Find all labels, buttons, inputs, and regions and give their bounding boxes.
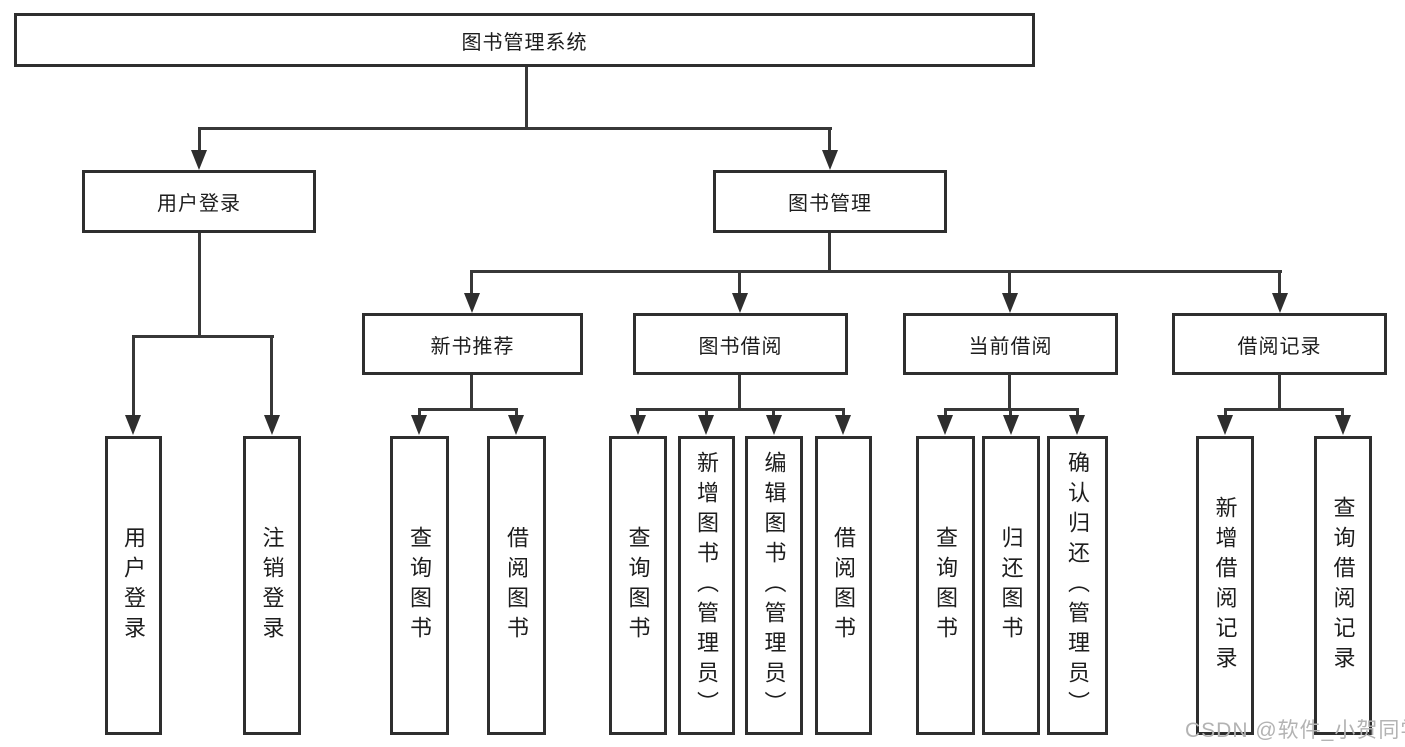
arrow-down-icon — [630, 415, 646, 435]
connector-user-login-stem — [198, 127, 201, 153]
arrow-down-icon — [508, 415, 524, 435]
node-book-management: 图书管理 — [713, 170, 947, 233]
node-root-label: 图书管理系统 — [461, 31, 588, 54]
leaf-add-books-admin: 新增图书（管理员） — [678, 436, 735, 735]
node-current-borrowing: 当前借阅 — [903, 313, 1118, 375]
node-user-login: 用户登录 — [82, 170, 316, 233]
leaf-query-books-3-label: 查询图书 — [933, 525, 959, 646]
connector-book-mgmt-vline — [828, 233, 831, 270]
connector-stem — [738, 270, 741, 293]
connector-stem — [1224, 408, 1227, 418]
connector-user-login-hline — [132, 335, 274, 338]
csdn-watermark: CSDN @软件_小贺同学 — [1185, 719, 1405, 742]
leaf-user-login: 用户登录 — [105, 436, 162, 735]
connector-vline — [470, 375, 473, 408]
connector-stem — [515, 408, 518, 418]
connector-stem — [470, 270, 473, 293]
leaf-borrow-books-2-label: 借阅图书 — [831, 525, 857, 646]
connector-user-login-vline — [198, 233, 201, 335]
leaf-borrow-books-2: 借阅图书 — [815, 436, 872, 735]
leaf-logout: 注销登录 — [243, 436, 301, 735]
leaf-query-borrow-record-label: 查询借阅记录 — [1330, 495, 1356, 676]
connector-hline — [418, 408, 518, 411]
arrow-down-icon — [937, 415, 953, 435]
connector-book-mgmt-stem — [828, 127, 831, 153]
node-root: 图书管理系统 — [14, 13, 1035, 67]
node-book-borrowing: 图书借阅 — [633, 313, 848, 375]
arrow-down-icon — [835, 415, 851, 435]
arrow-down-icon — [1272, 293, 1288, 313]
leaf-confirm-return-admin-label: 确认归还（管理员） — [1065, 450, 1091, 721]
leaf-logout-label: 注销登录 — [259, 525, 285, 646]
leaf-add-borrow-record-label: 新增借阅记录 — [1212, 495, 1238, 676]
node-new-book-recommend: 新书推荐 — [362, 313, 583, 375]
leaf-query-books-1: 查询图书 — [390, 436, 449, 735]
leaf-borrow-books-1-label: 借阅图书 — [504, 525, 530, 646]
connector-stem — [132, 335, 135, 417]
arrow-down-icon — [766, 415, 782, 435]
arrow-down-icon — [1002, 293, 1018, 313]
arrow-down-icon — [1217, 415, 1233, 435]
node-book-borrowing-label: 图书借阅 — [698, 335, 783, 358]
node-user-login-label: 用户登录 — [157, 193, 241, 215]
arrow-down-icon — [1003, 415, 1019, 435]
leaf-return-books-label: 归还图书 — [998, 525, 1024, 646]
arrow-down-icon — [125, 415, 141, 435]
arrow-down-icon — [464, 293, 480, 313]
connector-stem — [1341, 408, 1344, 418]
connector-stem — [418, 408, 421, 418]
arrow-down-icon — [1335, 415, 1351, 435]
connector-stem — [1008, 270, 1011, 293]
connector-hline — [1224, 408, 1344, 411]
arrow-down-icon — [411, 415, 427, 435]
connector-stem — [842, 408, 845, 418]
connector-stem — [705, 408, 708, 418]
arrow-down-icon — [698, 415, 714, 435]
leaf-query-books-2: 查询图书 — [609, 436, 667, 735]
leaf-add-borrow-record: 新增借阅记录 — [1196, 436, 1254, 735]
arrow-down-icon — [191, 150, 207, 170]
connector-stem — [1278, 270, 1281, 293]
leaf-add-books-admin-label: 新增图书（管理员） — [694, 450, 720, 721]
node-borrowing-records: 借阅记录 — [1172, 313, 1387, 375]
connector-stem — [772, 408, 775, 418]
leaf-edit-books-admin: 编辑图书（管理员） — [745, 436, 803, 735]
node-new-book-recommend-label: 新书推荐 — [430, 335, 515, 358]
leaf-query-books-1-label: 查询图书 — [407, 525, 433, 646]
arrow-down-icon — [732, 293, 748, 313]
leaf-query-borrow-record: 查询借阅记录 — [1314, 436, 1372, 735]
connector-book-mgmt-hline — [471, 270, 1282, 273]
leaf-edit-books-admin-label: 编辑图书（管理员） — [761, 450, 787, 721]
leaf-return-books: 归还图书 — [982, 436, 1040, 735]
connector-vline — [1008, 374, 1011, 408]
node-book-management-label: 图书管理 — [788, 193, 872, 215]
connector-vline — [738, 375, 741, 408]
leaf-borrow-books-1: 借阅图书 — [487, 436, 546, 735]
arrow-down-icon — [822, 150, 838, 170]
connector-stem — [1009, 408, 1012, 418]
leaf-query-books-2-label: 查询图书 — [625, 525, 651, 646]
connector-root-vline — [525, 67, 528, 127]
node-borrowing-records-label: 借阅记录 — [1237, 335, 1322, 358]
connector-stem — [1076, 408, 1079, 418]
leaf-user-login-label: 用户登录 — [121, 525, 147, 646]
connector-hline — [637, 408, 845, 411]
connector-vline — [1278, 374, 1281, 408]
connector-stem — [636, 408, 639, 418]
node-current-borrowing-label: 当前借阅 — [968, 335, 1053, 358]
connector-stem — [270, 335, 273, 417]
connector-root-hline — [198, 127, 832, 130]
arrow-down-icon — [264, 415, 280, 435]
leaf-query-books-3: 查询图书 — [916, 436, 975, 735]
leaf-confirm-return-admin: 确认归还（管理员） — [1047, 436, 1108, 735]
connector-stem — [944, 408, 947, 418]
arrow-down-icon — [1069, 415, 1085, 435]
